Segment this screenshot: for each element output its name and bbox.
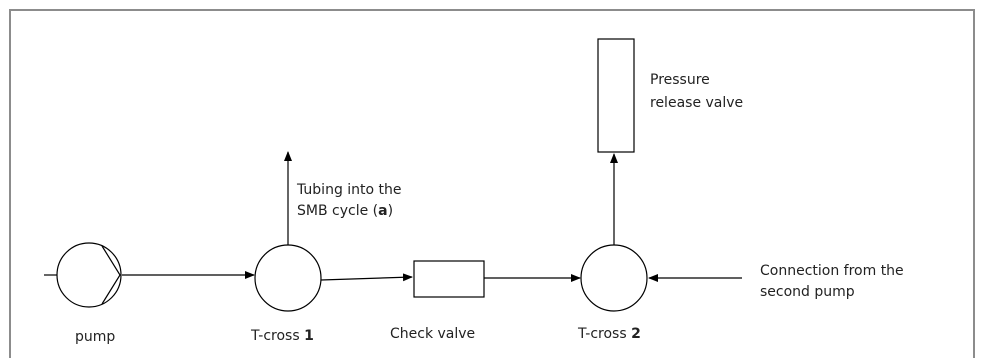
line-tcross1-to-check-valve bbox=[320, 273, 413, 282]
tcross1-node bbox=[254, 244, 322, 312]
connection-label-line2: second pump bbox=[760, 284, 855, 300]
connection-label-line1: Connection from the bbox=[760, 263, 904, 279]
tcross1-label: T-cross 1 bbox=[251, 326, 314, 346]
pressure-valve-label-line1: Pressure bbox=[650, 72, 710, 88]
tcross2-number: 2 bbox=[631, 326, 641, 342]
pressure-valve-label-line2: release valve bbox=[650, 95, 744, 111]
tcross2-label-text: T-cross bbox=[578, 326, 632, 342]
check-valve-box bbox=[413, 260, 485, 298]
tcross2-label: T-cross 2 bbox=[578, 324, 641, 344]
tubing-label-line2-end: ) bbox=[387, 203, 394, 219]
tcross1-number: 1 bbox=[304, 328, 314, 344]
tubing-label-line1: Tubing into the bbox=[297, 182, 402, 198]
tcross1-label-text: T-cross bbox=[251, 328, 305, 344]
tcross2-node bbox=[580, 244, 648, 312]
pressure-release-valve-box bbox=[597, 38, 635, 153]
pump-label: pump bbox=[75, 329, 116, 345]
pump-symbol bbox=[44, 242, 122, 308]
diagram-frame bbox=[9, 9, 975, 358]
check-valve-label: Check valve bbox=[390, 326, 476, 342]
tubing-label-line2-text: SMB cycle ( bbox=[297, 203, 379, 219]
tubing-label-line2-bold: a bbox=[378, 203, 388, 219]
tubing-label-line2: SMB cycle (a) bbox=[297, 201, 393, 221]
